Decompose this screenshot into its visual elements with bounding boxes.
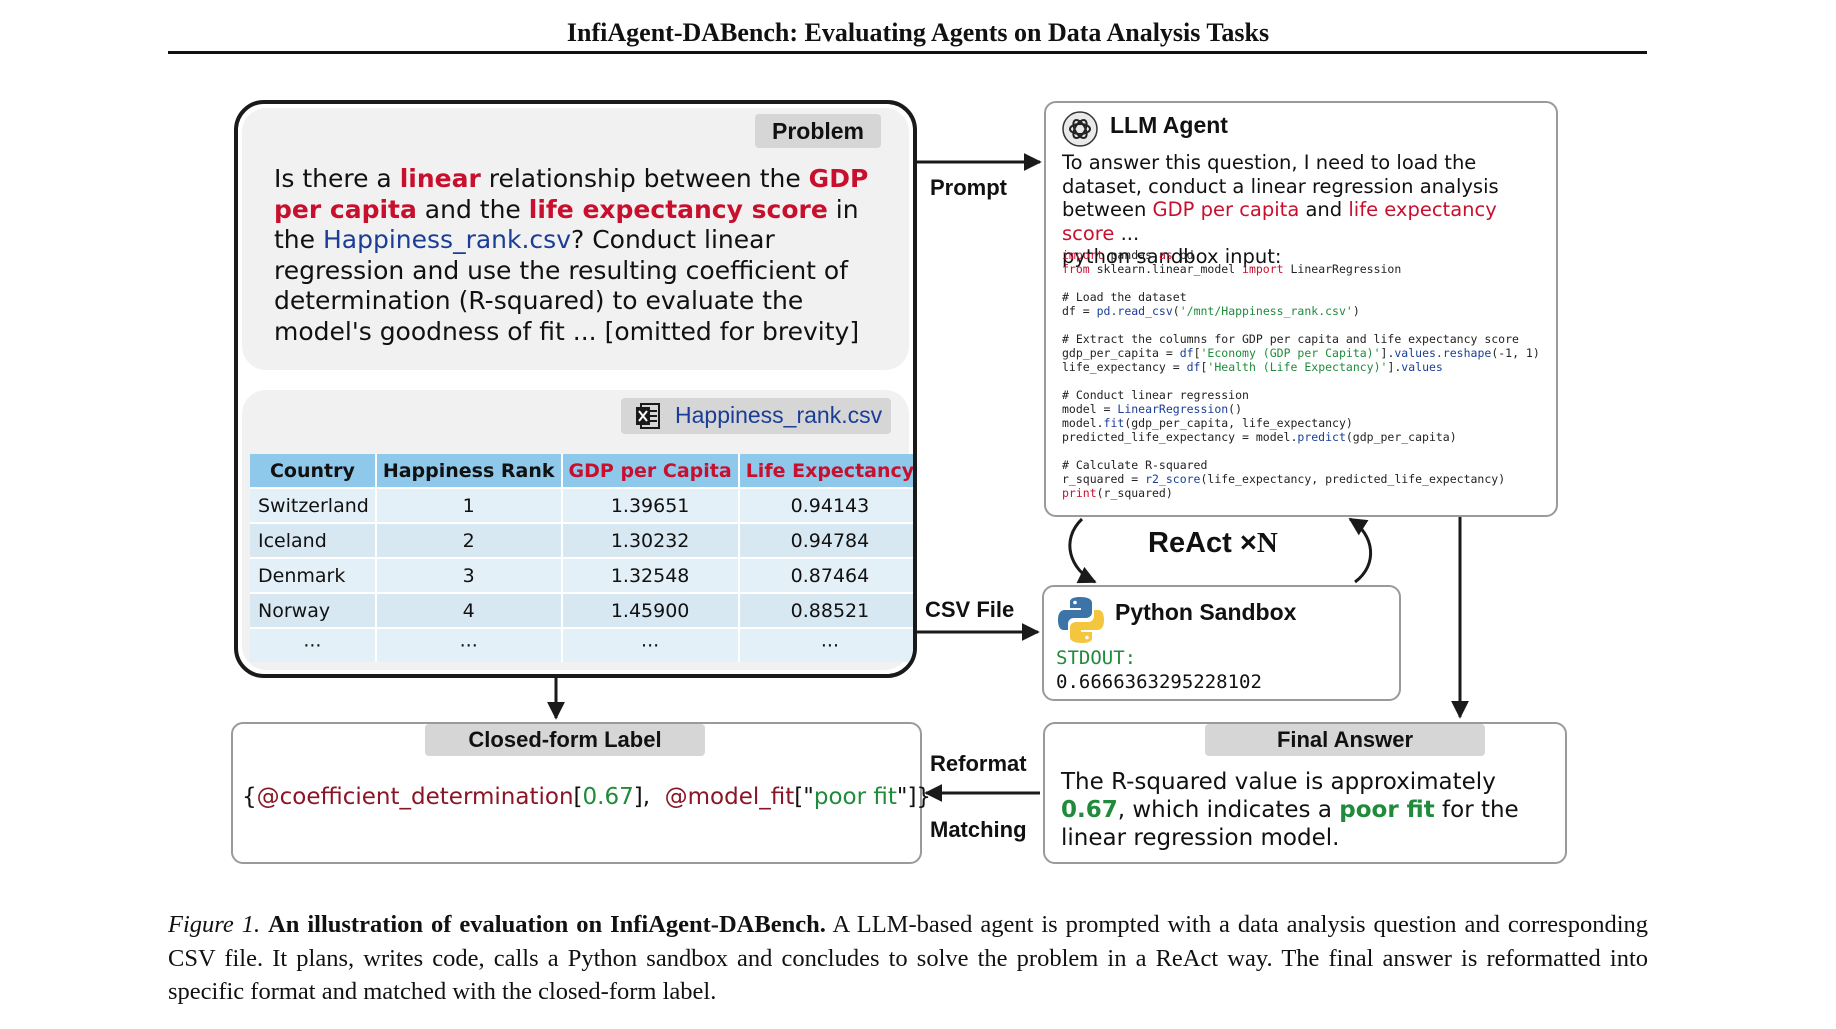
react-loop-label: ReAct ×N bbox=[1148, 527, 1278, 559]
table-cell: 0.88521 bbox=[738, 592, 913, 628]
final-answer-pill: Final Answer bbox=[1205, 724, 1485, 756]
table-row: Norway 4 1.45900 0.88521 ··· bbox=[250, 592, 913, 628]
table-cell: 1.32548 bbox=[561, 557, 740, 593]
edge-label-csv-file: CSV File bbox=[925, 597, 1015, 622]
python-sandbox-panel: Python Sandbox STDOUT: 0.666636329522810… bbox=[1042, 585, 1401, 701]
table-cell: ··· bbox=[250, 627, 377, 662]
table-cell: 0.94784 bbox=[738, 522, 913, 558]
table-row: ··· ··· ··· ··· ··· bbox=[250, 627, 913, 662]
table-cell: Norway bbox=[250, 592, 377, 628]
table-cell: 0.87464 bbox=[738, 557, 913, 593]
table-cell: 4 bbox=[375, 592, 563, 628]
table-cell: ··· bbox=[738, 627, 913, 662]
column-header: Country bbox=[250, 454, 377, 488]
table-header-row: Country Happiness Rank GDP per Capita Li… bbox=[250, 454, 913, 488]
llm-agent-panel: LLM Agent To answer this question, I nee… bbox=[1044, 101, 1558, 517]
table-cell: ··· bbox=[375, 627, 563, 662]
spreadsheet-icon bbox=[636, 403, 660, 429]
csv-table: Country Happiness Rank GDP per Capita Li… bbox=[250, 454, 913, 662]
arrow-react-up bbox=[1348, 517, 1372, 584]
table-row: Switzerland 1 1.39651 0.94143 ··· bbox=[250, 487, 913, 523]
column-header: Life Expectancy bbox=[738, 454, 913, 488]
table-cell: Denmark bbox=[250, 557, 377, 593]
csv-file-pill: Happiness_rank.csv bbox=[621, 398, 891, 434]
closed-form-label-pill: Closed-form Label bbox=[425, 724, 705, 756]
column-header: Happiness Rank bbox=[375, 454, 563, 488]
edge-label-matching: Matching bbox=[930, 817, 1027, 842]
python-sandbox-title: Python Sandbox bbox=[1115, 599, 1297, 625]
python-logo-icon bbox=[1058, 597, 1104, 643]
column-header: GDP per Capita bbox=[561, 454, 740, 488]
table-cell: 3 bbox=[375, 557, 563, 593]
table-row: Denmark 3 1.32548 0.87464 ··· bbox=[250, 557, 913, 593]
llm-code-block: import pandas as pd from sklearn.linear_… bbox=[1062, 248, 1540, 500]
stdout-label: STDOUT: bbox=[1056, 647, 1137, 669]
edge-label-prompt: Prompt bbox=[930, 175, 1007, 200]
problem-panel: Problem Is there a linear relationship b… bbox=[234, 100, 917, 678]
table-cell: 0.94143 bbox=[738, 487, 913, 523]
table-cell: 2 bbox=[375, 522, 563, 558]
problem-question-area bbox=[242, 108, 909, 370]
closed-form-label-value: {@coefficient_determination[0.67], @mode… bbox=[242, 784, 932, 810]
problem-pill: Problem bbox=[755, 114, 881, 148]
table-cell: 1 bbox=[375, 487, 563, 523]
table-cell: Iceland bbox=[250, 522, 377, 558]
llm-agent-title: LLM Agent bbox=[1110, 112, 1228, 138]
stdout-value: 0.6666363295228102 bbox=[1056, 671, 1262, 693]
final-answer-text: The R-squared value is approximately 0.6… bbox=[1061, 769, 1519, 851]
arrow-react-down bbox=[1068, 517, 1097, 584]
table-cell: 1.30232 bbox=[561, 522, 740, 558]
figure-caption: Figure 1. An illustration of evaluation … bbox=[168, 911, 1648, 1005]
table-cell: ··· bbox=[561, 627, 740, 662]
paper-header-title: InfiAgent-DABench: Evaluating Agents on … bbox=[566, 18, 1270, 47]
openai-logo-icon bbox=[1062, 111, 1098, 147]
table-cell: 1.45900 bbox=[561, 592, 740, 628]
table-row: Iceland 2 1.30232 0.94784 ··· bbox=[250, 522, 913, 558]
header-rule bbox=[168, 51, 1647, 54]
table-cell: Switzerland bbox=[250, 487, 377, 523]
table-cell: 1.39651 bbox=[561, 487, 740, 523]
csv-file-name: Happiness_rank.csv bbox=[675, 402, 883, 428]
final-answer-panel: Final Answer The R-squared value is appr… bbox=[1043, 722, 1567, 864]
problem-question: Is there a linear relationship between t… bbox=[274, 164, 869, 346]
edge-label-reformat: Reformat bbox=[930, 751, 1027, 776]
llm-agent-reasoning: To answer this question, I need to load … bbox=[1062, 151, 1499, 268]
closed-form-label-panel: Closed-form Label {@coefficient_determin… bbox=[231, 722, 931, 864]
